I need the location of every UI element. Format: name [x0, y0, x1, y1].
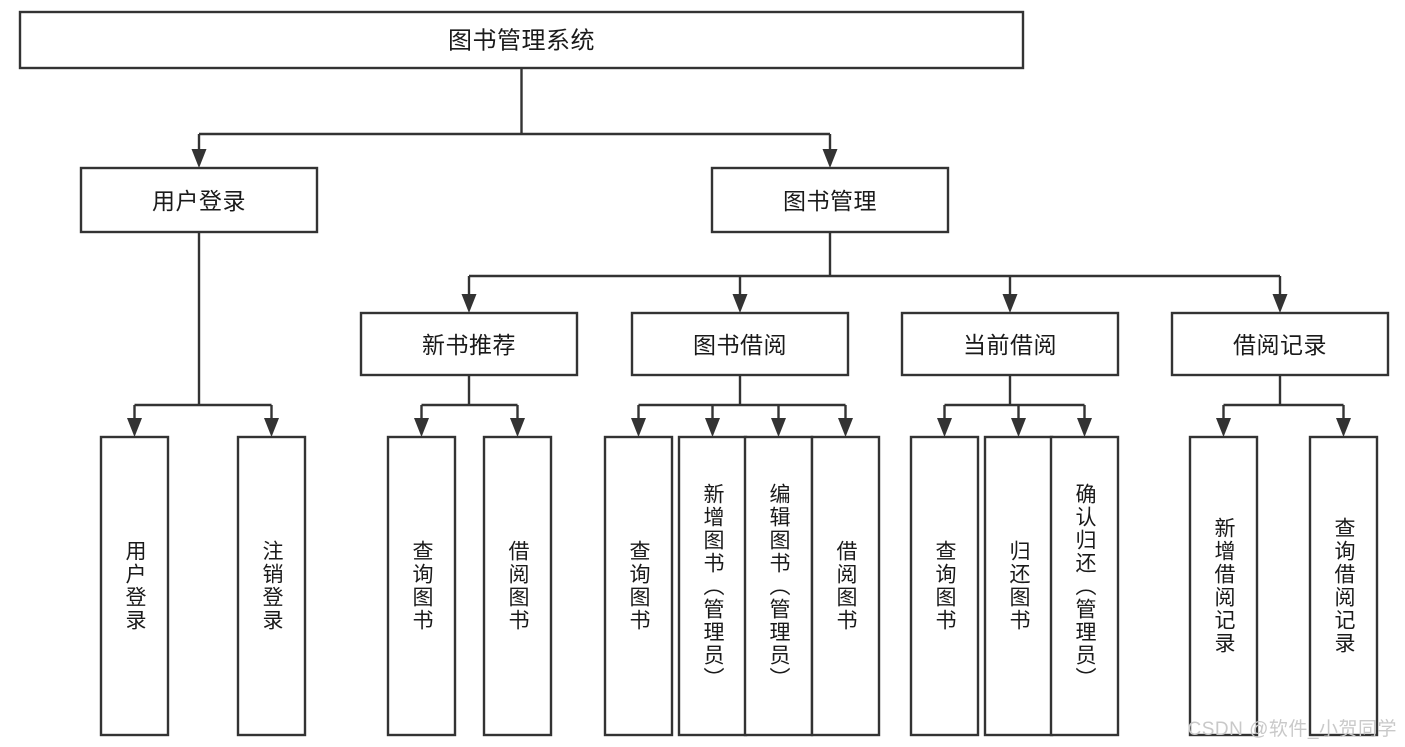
level3-node-3-box[interactable]: [1170, 311, 1390, 377]
leaf-node-1-box[interactable]: [236, 435, 307, 737]
level2-node-1-box[interactable]: [710, 166, 950, 234]
level3-node-0-box[interactable]: [359, 311, 579, 377]
leaf-node-10-box[interactable]: [1049, 435, 1120, 737]
level3-node-3-label: 借阅记录: [1233, 332, 1327, 358]
leaf-node-0-box[interactable]: [99, 435, 170, 737]
level2-node-1-label: 图书管理: [783, 188, 877, 214]
connector-mgmt-to-child-3-arrowhead: [1272, 294, 1288, 313]
root-system-label: 图书管理系统: [448, 28, 595, 55]
leaf-node-9-box[interactable]: [983, 435, 1054, 737]
level3-node-1-label: 图书借阅: [693, 332, 787, 358]
level2-node-0-box[interactable]: [79, 166, 319, 234]
box-layer: [18, 10, 1390, 737]
level3-node-2-box[interactable]: [900, 311, 1120, 377]
connector-2-leaf-0-arrowhead: [631, 418, 646, 437]
leaf-node-12-box[interactable]: [1308, 435, 1379, 737]
level3-node-0-label: 新书推荐: [422, 332, 516, 358]
connector-0-leaf-0-arrowhead: [127, 418, 142, 437]
connector-4-leaf-0-arrowhead: [1216, 418, 1231, 437]
leaf-node-5-box[interactable]: [677, 435, 748, 737]
connector-root-to-child-1-arrowhead: [822, 149, 838, 168]
level3-node-2-label: 当前借阅: [963, 332, 1057, 358]
root-system-box[interactable]: [18, 10, 1025, 70]
connector-1-leaf-1-arrowhead: [510, 418, 525, 437]
connector-root-to-child-0-arrowhead: [191, 149, 207, 168]
connector-1-leaf-0-arrowhead: [414, 418, 429, 437]
connector-3-leaf-0-arrowhead: [937, 418, 952, 437]
leaf-node-2-box[interactable]: [386, 435, 457, 737]
connector-2-leaf-1-arrowhead: [705, 418, 720, 437]
connector-mgmt-to-child-1-arrowhead: [732, 294, 748, 313]
level2-node-0-label: 用户登录: [152, 188, 246, 214]
leaf-node-6-box[interactable]: [743, 435, 814, 737]
connector-3-leaf-2-arrowhead: [1077, 418, 1092, 437]
leaf-node-7-box[interactable]: [810, 435, 881, 737]
connector-0-leaf-1-arrowhead: [264, 418, 279, 437]
leaf-node-3-box[interactable]: [482, 435, 553, 737]
leaf-node-4-box[interactable]: [603, 435, 674, 737]
level3-node-1-box[interactable]: [630, 311, 850, 377]
leaf-node-8-box[interactable]: [909, 435, 980, 737]
connector-layer: [127, 68, 1351, 437]
connector-mgmt-to-child-2-arrowhead: [1002, 294, 1018, 313]
leaf-node-11-box[interactable]: [1188, 435, 1259, 737]
connector-mgmt-to-child-0-arrowhead: [461, 294, 477, 313]
connector-4-leaf-1-arrowhead: [1336, 418, 1351, 437]
csdn-watermark: CSDN @软件_小贺同学: [1187, 719, 1397, 740]
connector-3-leaf-1-arrowhead: [1011, 418, 1026, 437]
connector-2-leaf-3-arrowhead: [838, 418, 853, 437]
connector-2-leaf-2-arrowhead: [771, 418, 786, 437]
